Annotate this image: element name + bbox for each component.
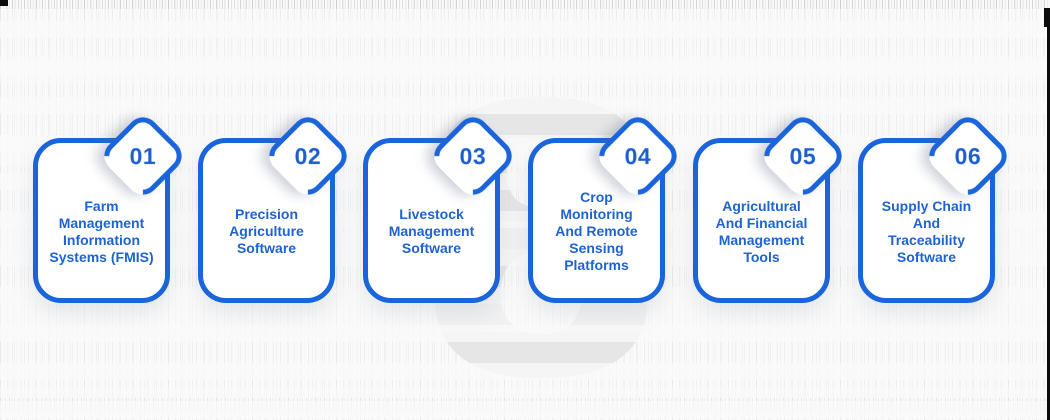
card-number-badge-diamond: 01 <box>97 110 189 202</box>
card-title: Crop Monitoring And Remote Sensing Platf… <box>555 189 638 273</box>
card-number: 02 <box>294 142 322 169</box>
card-number: 01 <box>129 142 157 169</box>
card-title: Agricultural And Financial Management To… <box>715 197 808 265</box>
card-number: 03 <box>459 142 487 169</box>
right-edge-screen-artifact <box>1047 8 1050 420</box>
card-crop-monitoring: 04 Crop Monitoring And Remote Sensing Pl… <box>528 110 684 303</box>
paper-texture-top-band <box>0 0 1050 9</box>
card-number: 05 <box>789 142 817 169</box>
card-livestock-management: 03 Livestock Management Software <box>363 110 519 303</box>
card-number-badge-diamond: 02 <box>262 110 354 202</box>
card-supply-chain: 06 Supply Chain And Traceability Softwar… <box>858 110 1014 303</box>
top-left-screen-artifact <box>0 0 8 6</box>
card-title: Supply Chain And Traceability Software <box>881 197 972 265</box>
card-number-badge-diamond: 06 <box>922 110 1014 202</box>
card-agricultural-financial: 05 Agricultural And Financial Management… <box>693 110 849 303</box>
card-title: Precision Agriculture Software <box>229 206 304 256</box>
card-title: Farm Management Information Systems (FMI… <box>49 197 154 265</box>
right-edge-screen-artifact-nub <box>1044 8 1050 27</box>
cards-row: 01 Farm Management Information Systems (… <box>33 110 1014 303</box>
card-number-badge-diamond: 05 <box>757 110 849 202</box>
paper-texture-bottom-band <box>0 398 1050 413</box>
card-number: 06 <box>954 142 982 169</box>
card-farm-management: 01 Farm Management Information Systems (… <box>33 110 189 303</box>
card-precision-agriculture: 02 Precision Agriculture Software <box>198 110 354 303</box>
card-title: Livestock Management Software <box>388 206 475 256</box>
card-number: 04 <box>624 142 652 169</box>
